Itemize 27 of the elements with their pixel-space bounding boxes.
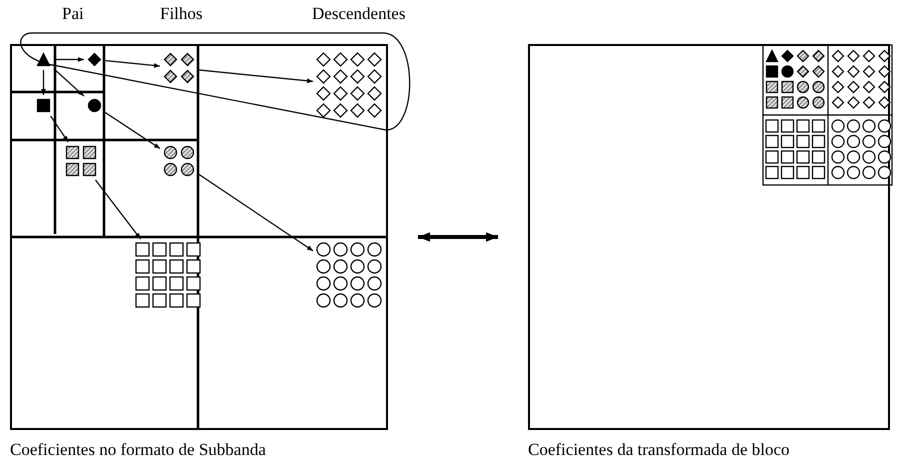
arrow xyxy=(198,69,314,84)
arrow xyxy=(104,112,160,150)
arrow xyxy=(54,68,84,96)
square-symbol-group xyxy=(64,144,98,178)
column-heading: Filhos xyxy=(160,4,203,24)
arrow xyxy=(198,173,314,252)
circle-symbol-group xyxy=(315,241,383,309)
column-heading: Descendentes xyxy=(312,4,406,24)
square-symbol-group xyxy=(134,241,202,309)
triangle-symbol xyxy=(35,51,52,68)
arrow xyxy=(50,116,69,142)
panel-caption: Coeficientes da transformada de bloco xyxy=(528,440,790,460)
square-symbol xyxy=(35,97,52,114)
arrow xyxy=(95,180,141,240)
diamond-symbol-group xyxy=(162,51,196,85)
column-heading: Pai xyxy=(62,4,84,24)
circle-symbol xyxy=(86,97,103,114)
arrow xyxy=(104,60,160,68)
subband-panel xyxy=(10,44,388,430)
arrow xyxy=(41,70,46,95)
double-arrow xyxy=(418,232,498,242)
block-transform-panel xyxy=(528,44,890,430)
diamond-symbol xyxy=(86,51,103,68)
panel-caption: Coeficientes no formato de Subbanda xyxy=(10,440,266,460)
diamond-symbol-group xyxy=(315,51,383,119)
arrow xyxy=(54,57,84,62)
circle-symbol-group xyxy=(162,144,196,178)
